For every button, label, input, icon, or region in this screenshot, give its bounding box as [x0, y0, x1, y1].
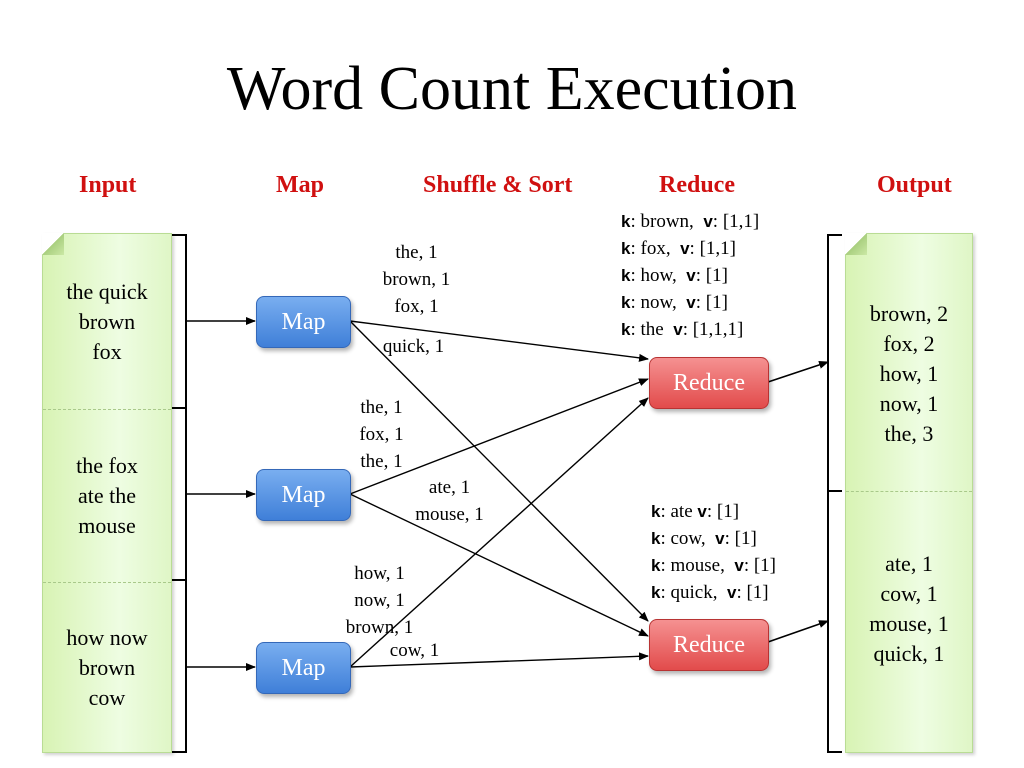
input-split-2: the fox ate the mouse	[43, 409, 171, 582]
kv-row: k: cow, v: [1]	[651, 528, 757, 549]
output-line: brown, 2	[869, 301, 949, 326]
header-shuffle-sort: Shuffle & Sort	[423, 172, 573, 198]
map2-output-group2: ate, 1 mouse, 1	[415, 474, 484, 528]
kv-row: k: fox, v: [1,1]	[621, 238, 736, 259]
arrow-map2-reduce1	[349, 378, 649, 495]
header-input: Input	[79, 172, 137, 198]
kv-row: k: mouse, v: [1]	[651, 555, 777, 576]
output-line: the, 3	[884, 421, 934, 446]
arrow-map1-reduce1	[349, 320, 649, 362]
input-line: mouse	[78, 512, 136, 538]
kv-pair: the, 1	[360, 451, 403, 472]
reduce1-input-list: k: brown, v: [1,1] k: fox, v: [1,1] k: h…	[621, 208, 759, 343]
kv-pair: fox, 1	[394, 296, 439, 317]
input-divider	[43, 409, 171, 410]
slide-title: Word Count Execution	[226, 55, 798, 123]
kv-pair: quick, 1	[382, 336, 445, 357]
output-line: quick, 1	[873, 641, 945, 666]
input-line: the fox	[76, 452, 138, 478]
arrow-reduce2-output	[767, 620, 829, 643]
kv-pair: now, 1	[354, 590, 405, 611]
input-line: brown	[78, 308, 136, 334]
input-line: ate the	[77, 482, 137, 508]
arrow-reduce1-output	[767, 361, 829, 383]
output-line: how, 1	[879, 361, 939, 386]
input-line: the quick	[66, 278, 148, 304]
map-box-2: Map	[256, 469, 351, 521]
kv-pair: ate, 1	[428, 477, 471, 498]
output-line: mouse, 1	[869, 611, 949, 636]
output-bracket	[827, 234, 842, 753]
map2-output-group: the, 1 fox, 1 the, 1	[359, 394, 403, 475]
reduce2-input-list: k: ate v: [1] k: cow, v: [1] k: mouse, v…	[651, 498, 776, 606]
output-part-2: ate, 1 cow, 1 mouse, 1 quick, 1	[846, 524, 972, 694]
reduce-box-2: Reduce	[649, 619, 769, 671]
output-part-1: brown, 2 fox, 2 how, 1 now, 1 the, 3	[846, 264, 972, 484]
output-divider	[846, 491, 972, 492]
kv-row: k: how, v: [1]	[621, 265, 728, 286]
kv-pair: the, 1	[360, 397, 403, 418]
kv-pair: brown, 1	[382, 269, 451, 290]
arrow-map3-reduce2	[349, 652, 649, 668]
input-split-3: how now brown cow	[43, 582, 171, 754]
kv-row: k: ate v: [1]	[651, 501, 740, 522]
fold-corner-shade	[42, 233, 64, 255]
map3-output-cow: cow, 1	[390, 637, 439, 664]
map-box-1: Map	[256, 296, 351, 348]
reduce-box-1: Reduce	[649, 357, 769, 409]
kv-pair: cow, 1	[389, 640, 440, 661]
input-split-1: the quick brown fox	[43, 234, 171, 409]
kv-row: k: the v: [1,1,1]	[621, 319, 744, 340]
fold-corner-shade	[845, 233, 867, 255]
input-line: how now	[66, 625, 148, 650]
input-document: the quick brown fox the fox ate the mous…	[42, 233, 172, 753]
arrow-map1-reduce2	[349, 320, 649, 622]
header-map: Map	[276, 172, 324, 198]
kv-pair: mouse, 1	[415, 504, 484, 525]
map3-output-group: how, 1 now, 1 brown, 1	[346, 560, 414, 641]
kv-pair: brown, 1	[345, 617, 414, 638]
kv-row: k: brown, v: [1,1]	[621, 211, 760, 232]
output-line: ate, 1	[885, 551, 933, 576]
kv-pair: the, 1	[395, 242, 438, 263]
output-line: now, 1	[879, 391, 939, 416]
input-line: cow	[88, 685, 126, 710]
header-output: Output	[877, 172, 952, 198]
kv-row: k: quick, v: [1]	[651, 582, 769, 603]
header-reduce: Reduce	[659, 172, 735, 198]
output-line: fox, 2	[883, 331, 935, 356]
arrow-map2-reduce2	[349, 493, 649, 637]
input-bracket	[172, 234, 187, 753]
input-line: brown	[78, 655, 136, 680]
map1-output-quick: quick, 1	[383, 333, 444, 360]
output-line: cow, 1	[880, 581, 938, 606]
map1-output-group: the, 1 brown, 1 fox, 1	[383, 239, 451, 320]
kv-row: k: now, v: [1]	[621, 292, 728, 313]
input-divider	[43, 582, 171, 583]
output-document: brown, 2 fox, 2 how, 1 now, 1 the, 3 ate…	[845, 233, 973, 753]
input-line: fox	[92, 338, 122, 364]
map-box-3: Map	[256, 642, 351, 694]
arrow-map3-reduce1	[349, 397, 649, 668]
kv-pair: how, 1	[354, 563, 405, 584]
kv-pair: fox, 1	[359, 424, 404, 445]
